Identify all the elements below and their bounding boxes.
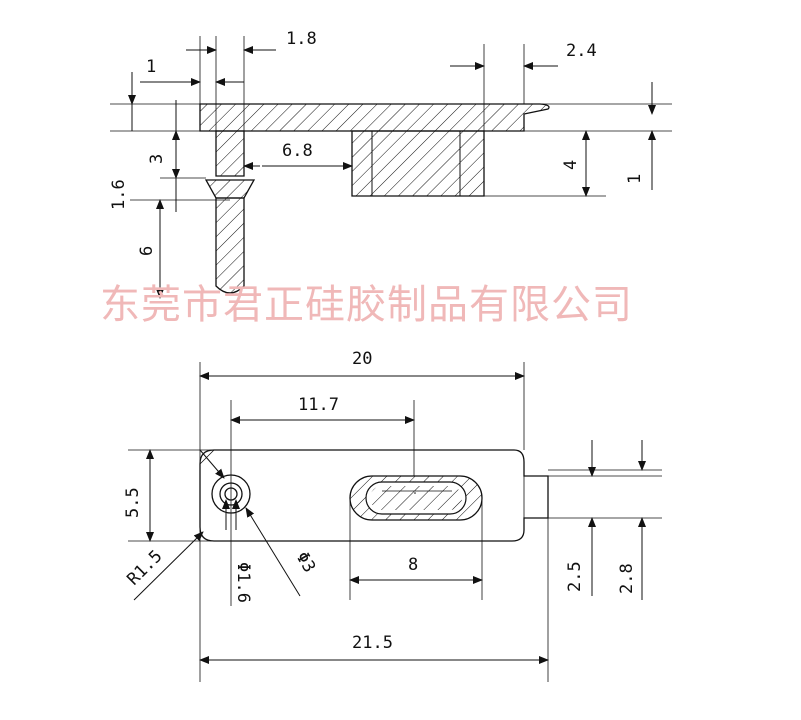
dim-5-5: 5.5	[123, 487, 143, 518]
dim-2-4: 2.4	[566, 41, 597, 61]
dim-11-7: 11.7	[298, 395, 339, 415]
dim-2-5: 2.5	[565, 561, 585, 592]
side-pin-lower	[215, 197, 245, 294]
dim-phi3: Φ3	[292, 549, 320, 577]
side-pin-head	[204, 179, 256, 199]
dim-1-6: 1.6	[109, 179, 129, 210]
side-view: 1.8 1 2.4 6.8 3 1.6 6 4 1	[109, 29, 672, 299]
dim-20: 20	[352, 349, 372, 369]
dim-21-5: 21.5	[352, 633, 393, 653]
dim-r1-5: R1.5	[123, 546, 166, 589]
side-pin-upper	[215, 130, 245, 177]
dim-3: 3	[147, 154, 167, 164]
dim-6: 6	[137, 246, 157, 256]
dim-2-8: 2.8	[617, 563, 637, 594]
side-plate	[199, 103, 550, 132]
dim-phi1-6: Φ1.6	[233, 562, 253, 603]
dim-4: 4	[561, 160, 581, 170]
dim-1-right: 1	[625, 174, 645, 184]
dim-1: 1	[146, 57, 156, 77]
dim-6-8: 6.8	[282, 141, 313, 161]
dim-1-8: 1.8	[286, 29, 317, 49]
top-view: 20 11.7 5.5 R1.5 Φ1.6 Φ3 8 21.5 2.5	[123, 349, 662, 682]
dim-8: 8	[408, 555, 418, 575]
company-watermark: 东莞市君正硅胶制品有限公司	[100, 282, 633, 328]
